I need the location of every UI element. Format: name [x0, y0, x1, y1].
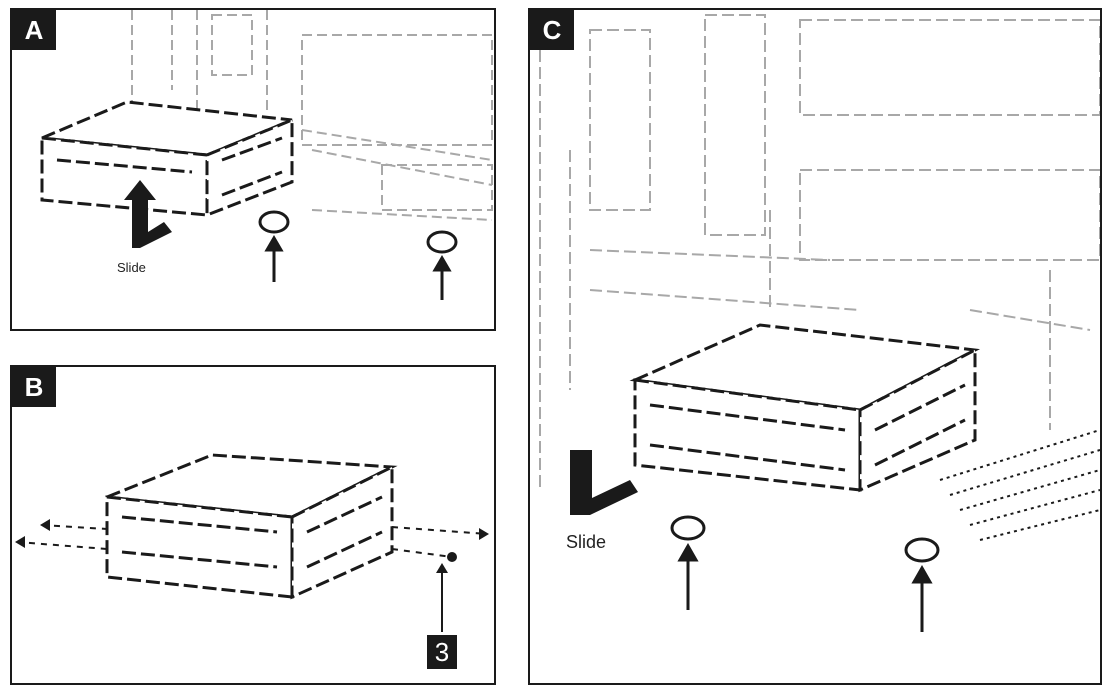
panel-b-illustration: [15, 453, 489, 632]
screw-paths-b: [16, 524, 488, 558]
slide-label-a: Slide: [117, 260, 146, 275]
panel-tag-b: B: [12, 367, 56, 407]
screw-a-2: [426, 230, 458, 300]
screw-c-1: [670, 515, 706, 610]
screw-a-1: [258, 210, 290, 282]
panel-a-illustration: [40, 10, 493, 300]
panel-b: B 3: [10, 365, 496, 685]
slide-arrow-c: [570, 450, 638, 515]
slide-arrow-a: [124, 180, 172, 248]
hdd-cage-c: [629, 323, 981, 493]
hdd-cage-a: [40, 100, 294, 218]
screws-b: [15, 519, 489, 562]
panel-c-illustration: [539, 14, 1100, 632]
panel-c: C: [528, 8, 1102, 685]
panel-tag-a: A: [12, 10, 56, 50]
callout-3: 3: [427, 635, 457, 669]
panel-a: A: [10, 8, 496, 331]
slide-label-c: Slide: [566, 532, 607, 552]
hdd-cage-b: [105, 453, 398, 600]
mesh-grid: [939, 429, 1100, 541]
screw-c-2: [904, 537, 940, 632]
panel-tag-c: C: [530, 10, 574, 50]
